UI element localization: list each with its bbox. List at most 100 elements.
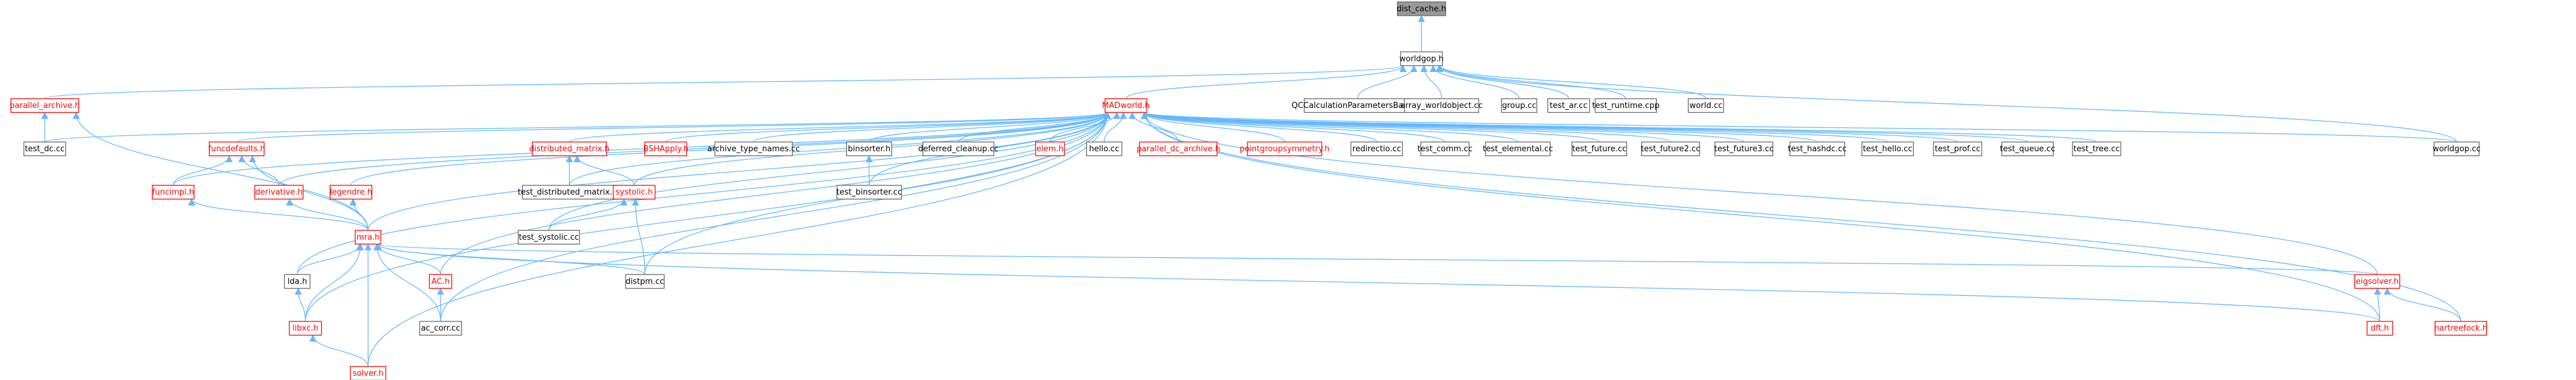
edge-test-runtime-to-worldgop xyxy=(1436,65,1626,99)
node-box xyxy=(289,321,322,336)
nodes-layer: dist_cache.h worldgop.h parallel_archive.h… xyxy=(10,1,2488,380)
node-legendre[interactable]: legendre.h xyxy=(330,185,373,200)
edge-test-future-to-madworld xyxy=(1141,112,1600,143)
node-distpm[interactable]: distpm.cc xyxy=(625,274,665,289)
edge-bshapply-to-madworld xyxy=(665,112,1111,143)
edge-dft-to-mra xyxy=(375,243,2381,322)
node-archive-type-names[interactable]: archive_type_names.cc xyxy=(707,142,800,157)
edge-distributed-matrix-to-madworld xyxy=(569,112,1111,143)
edge-test-comm-to-madworld xyxy=(1141,112,1446,143)
node-test-systolic[interactable]: test_systolic.cc xyxy=(518,229,580,245)
node-ac[interactable]: AC.h xyxy=(428,274,452,289)
node-label: MADworld.h xyxy=(1102,101,1150,110)
edge-test-distributed-matrix-to-madworld xyxy=(569,112,1111,185)
node-label: dft.h xyxy=(2370,324,2389,333)
node-world[interactable]: world.cc xyxy=(1687,98,1724,113)
node-test-future[interactable]: test_future.cc xyxy=(1571,142,1628,157)
node-box xyxy=(23,142,67,157)
node-box xyxy=(625,274,665,289)
node-test-tree[interactable]: test_tree.cc xyxy=(2072,142,2121,157)
edge-solver-to-madworld xyxy=(367,112,1111,367)
node-label: test_elemental.cc xyxy=(1483,145,1553,154)
node-label: binsorter.h xyxy=(848,145,890,154)
node-label: eigsolver.h xyxy=(2356,277,2398,286)
edge-mra-to-parallel-archive xyxy=(73,112,369,231)
node-solver[interactable]: solver.h xyxy=(350,366,386,380)
node-binsorter[interactable]: binsorter.h xyxy=(846,142,892,157)
edge-distpm-to-systolic xyxy=(632,198,646,275)
node-pointgroupsymmetry[interactable]: pointgroupsymmetry.h xyxy=(1239,142,1330,157)
node-dist-cache[interactable]: dist_cache.h xyxy=(1397,1,1446,16)
edge-dft-to-eigsolver xyxy=(2373,287,2381,321)
node-parallel-dc-archive[interactable]: parallel_dc_archive.h xyxy=(1136,142,1220,157)
edge-test-hashdc-to-madworld xyxy=(1141,112,1818,143)
node-label: test_future.cc xyxy=(1572,145,1626,154)
node-array-worldobject[interactable]: array_worldobject.cc xyxy=(1401,98,1483,113)
node-funcimpl[interactable]: funcimpl.h xyxy=(151,185,195,200)
node-box xyxy=(1035,142,1065,157)
edge-pointgroupsymmetry-to-madworld xyxy=(1141,112,1285,143)
node-test-hello[interactable]: test_hello.cc xyxy=(1861,142,1914,157)
node-test-distributed-matrix[interactable]: test_distributed_matrix.cc xyxy=(518,185,621,200)
edge-qccalc-to-worldgop xyxy=(1357,65,1418,99)
node-test-runtime[interactable]: test_runtime.cpp xyxy=(1592,98,1659,113)
node-worldgop[interactable]: worldgop.h xyxy=(1399,51,1444,66)
node-test-queue[interactable]: test_queue.cc xyxy=(2000,142,2055,157)
edge-test-systolic-to-madworld xyxy=(548,112,1111,231)
node-label: group.cc xyxy=(1502,101,1536,110)
node-redirectio[interactable]: redirectio.cc xyxy=(1350,142,1403,157)
node-dft[interactable]: dft.h xyxy=(2366,321,2394,336)
node-box xyxy=(209,142,265,157)
node-box xyxy=(1397,1,1446,16)
node-label: test_future3.cc xyxy=(1714,145,1773,154)
node-label: funcimpl.h xyxy=(152,188,194,197)
node-qccalc[interactable]: QCCalculationParametersBase.cc xyxy=(1291,98,1424,113)
node-test-prof[interactable]: test_prof.cc xyxy=(1933,142,1982,157)
node-hartreefock[interactable]: hartreefock.h xyxy=(2434,321,2488,336)
node-label: archive_type_names.cc xyxy=(707,145,800,154)
node-elem[interactable]: elem.h xyxy=(1035,142,1065,157)
edge-archive-type-names-to-madworld xyxy=(753,112,1111,143)
node-mra[interactable]: mra.h xyxy=(355,229,381,245)
node-madworld[interactable]: MADworld.h xyxy=(1102,98,1150,113)
node-test-future2[interactable]: test_future2.cc xyxy=(1641,142,1700,157)
node-label: test_tree.cc xyxy=(2073,145,2120,154)
node-derivative[interactable]: derivative.h xyxy=(254,185,304,200)
node-box xyxy=(1350,142,1403,157)
edge-funcimpl-to-madworld xyxy=(173,112,1111,185)
node-test-ar[interactable]: test_ar.cc xyxy=(1547,98,1590,113)
edge-test-queue-to-madworld xyxy=(1141,112,2028,143)
node-test-binsorter[interactable]: test_binsorter.cc xyxy=(837,185,902,200)
node-test-elemental[interactable]: test_elemental.cc xyxy=(1483,142,1553,157)
node-box xyxy=(419,321,462,336)
node-box xyxy=(518,229,580,245)
node-test-future3[interactable]: test_future3.cc xyxy=(1714,142,1773,157)
node-bshapply[interactable]: BSHApply.h xyxy=(643,142,688,157)
node-label: parallel_dc_archive.h xyxy=(1136,145,1220,154)
node-hello[interactable]: hello.cc xyxy=(1086,142,1122,157)
node-distributed-matrix[interactable]: distributed_matrix.h xyxy=(529,142,610,157)
node-box xyxy=(428,274,452,289)
node-box xyxy=(254,185,304,200)
node-label: test_binsorter.cc xyxy=(837,188,902,197)
node-box xyxy=(613,185,656,200)
node-box xyxy=(1404,98,1479,113)
node-label: legendre.h xyxy=(330,188,372,197)
node-group[interactable]: group.cc xyxy=(1501,98,1537,113)
node-label: hartreefock.h xyxy=(2434,324,2488,333)
node-test-hashdc[interactable]: test_hashdc.cc xyxy=(1788,142,1847,157)
node-ac-corr[interactable]: ac_corr.cc xyxy=(419,321,462,336)
node-box xyxy=(1420,142,1470,157)
node-eigsolver[interactable]: eigsolver.h xyxy=(2354,274,2400,289)
node-test-comm[interactable]: test_comm.cc xyxy=(1418,142,1473,157)
node-systolic[interactable]: systolic.h xyxy=(613,185,656,200)
node-deferred-cleanup[interactable]: deferred_cleanup.cc xyxy=(918,142,998,157)
node-lda[interactable]: lda.h xyxy=(284,274,311,289)
node-funcdefaults[interactable]: funcdefaults.h xyxy=(208,142,265,157)
node-worldgop-cc[interactable]: worldgop.cc xyxy=(2433,142,2481,157)
node-libxc[interactable]: libxc.h xyxy=(289,321,322,336)
edge-binsorter-to-madworld xyxy=(868,112,1111,143)
node-test-dc[interactable]: test_dc.cc xyxy=(23,142,67,157)
node-parallel-archive[interactable]: parallel_archive.h xyxy=(10,98,80,113)
edge-world-to-worldgop xyxy=(1436,65,1707,99)
